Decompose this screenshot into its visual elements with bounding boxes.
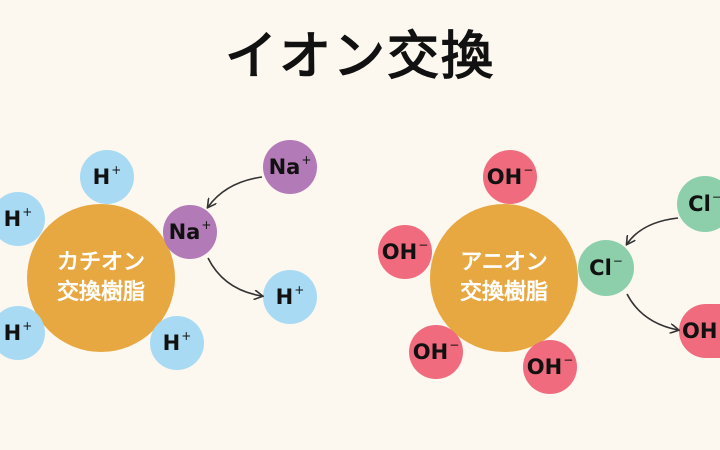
na-incoming-arrow — [208, 176, 263, 207]
h-ion: H+ — [0, 306, 45, 360]
anion-resin-label-line2: 交換樹脂 — [459, 280, 548, 305]
h-ion-released: H+ — [263, 270, 317, 324]
oh-ion: OH− — [409, 325, 463, 379]
oh-ion: OH− — [483, 150, 537, 204]
oh-ion: OH− — [523, 340, 577, 394]
h-ion: H+ — [150, 316, 204, 370]
diagram-title: イオン交換 — [224, 27, 495, 87]
h-ion: H+ — [0, 192, 45, 246]
cl-ion-incoming: Cl− — [677, 176, 720, 232]
anion-exchange-resin: アニオン 交換樹脂 — [430, 204, 578, 352]
anion-resin-label-line1: アニオン — [460, 250, 548, 275]
oh-ion: OH− — [378, 225, 432, 279]
cation-resin-label-line2: 交換樹脂 — [56, 280, 145, 305]
na-ion-bound: Na+ — [163, 205, 217, 259]
oh-release-arrow — [626, 293, 678, 330]
na-ion-incoming: Na+ — [263, 140, 317, 194]
cation-resin-label-line1: カチオン — [56, 250, 145, 275]
oh-ion-released: OH — [679, 304, 720, 358]
cation-exchange-resin: カチオン 交換樹脂 — [27, 204, 175, 352]
h-ion: H+ — [80, 150, 134, 204]
cl-ion-bound: Cl− — [578, 240, 634, 296]
h-release-arrow — [207, 257, 262, 296]
cl-incoming-arrow — [627, 217, 679, 244]
